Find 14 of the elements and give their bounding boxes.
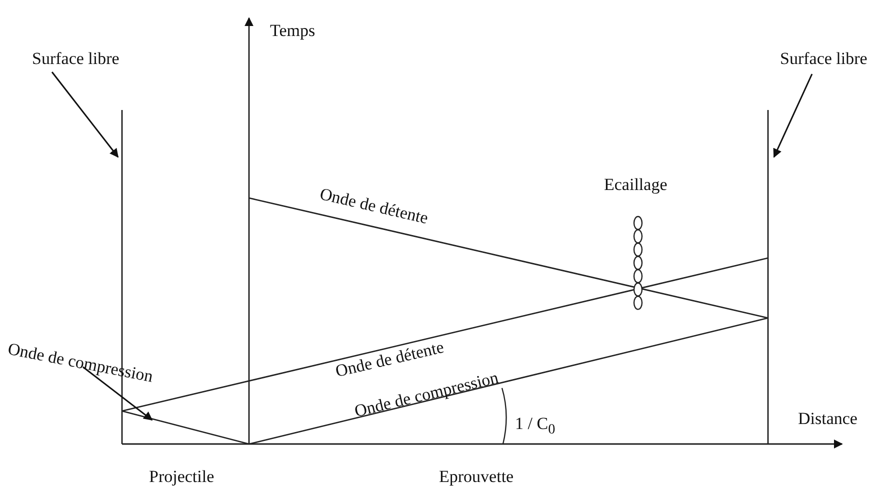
- callout-text: Surface libre: [780, 50, 868, 69]
- leader-line: [773, 74, 813, 158]
- angle-label: 1 / C$_{0}$: [515, 415, 556, 438]
- wave-label: Onde de détente: [334, 338, 446, 381]
- callout-text: Onde de compression: [6, 340, 154, 387]
- callout-text: Surface libre: [32, 50, 120, 69]
- leader-line: [51, 72, 119, 158]
- annotation: Ecaillage: [604, 176, 668, 195]
- axis-label: Temps: [270, 22, 316, 41]
- axis-label: Distance: [798, 410, 858, 429]
- wave-label: Onde de détente: [318, 185, 430, 228]
- region-label: Eprouvette: [439, 468, 514, 487]
- region-label: Projectile: [149, 468, 214, 487]
- leader-line: [82, 366, 153, 421]
